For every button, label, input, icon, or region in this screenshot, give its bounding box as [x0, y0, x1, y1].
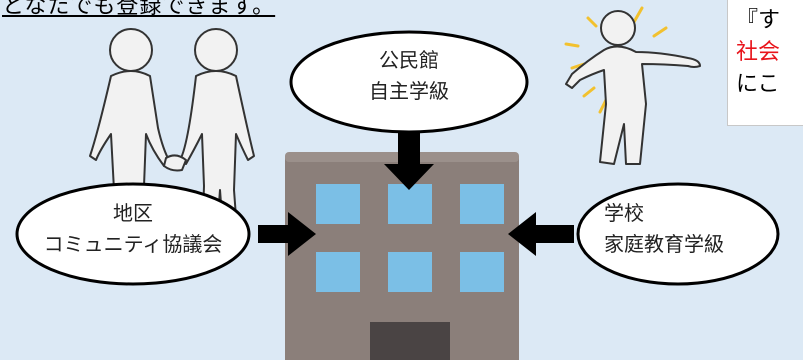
bubble-right-line2: 家庭教育学級	[604, 232, 724, 256]
arrow-down-icon	[384, 124, 434, 190]
note-line-3: にこ	[736, 72, 780, 97]
handshake-hands	[163, 154, 187, 172]
bubble-left-line2: コミュニティ協議会	[43, 232, 223, 256]
person-left-body	[89, 70, 171, 245]
building-door	[370, 322, 450, 360]
person-right-head	[194, 28, 238, 72]
window	[460, 252, 504, 292]
bubble-top-shape	[289, 30, 529, 134]
arrow-right-icon	[258, 212, 316, 256]
bubble-top-text: 公民館 自主学級	[339, 45, 479, 107]
arrows	[258, 124, 574, 256]
person-left-head	[109, 28, 153, 72]
note-line-2: 社会	[736, 40, 781, 65]
window	[460, 184, 504, 224]
note-line-1: 『す	[736, 8, 781, 33]
bubble-top-line1: 公民館	[379, 48, 439, 72]
excited-person-icon	[564, 6, 701, 165]
window	[316, 252, 360, 292]
window	[316, 184, 360, 224]
bubble-top-line2: 自主学級	[369, 79, 449, 103]
window	[388, 184, 432, 224]
note-box: 『す 社会 にこ	[727, 0, 803, 126]
bubble-left-line1: 地区	[113, 201, 153, 225]
bubble-left-text: 地区 コミュニティ協議会	[23, 198, 243, 260]
excited-person-body	[565, 45, 701, 165]
bubbles	[15, 30, 780, 286]
handshake-people-icon	[89, 28, 255, 245]
window	[388, 252, 432, 292]
bubble-right-line1: 学校	[604, 201, 644, 225]
building-icon	[285, 152, 519, 360]
bubble-right-shape	[576, 182, 780, 286]
building-windows	[316, 184, 504, 292]
top-caption: となたでも登録できます。	[2, 0, 276, 19]
bubble-right-text: 学校 家庭教育学級	[592, 198, 776, 260]
arrow-left-icon	[508, 212, 574, 256]
excited-person-head	[600, 10, 636, 46]
bubble-left-shape	[15, 182, 251, 286]
